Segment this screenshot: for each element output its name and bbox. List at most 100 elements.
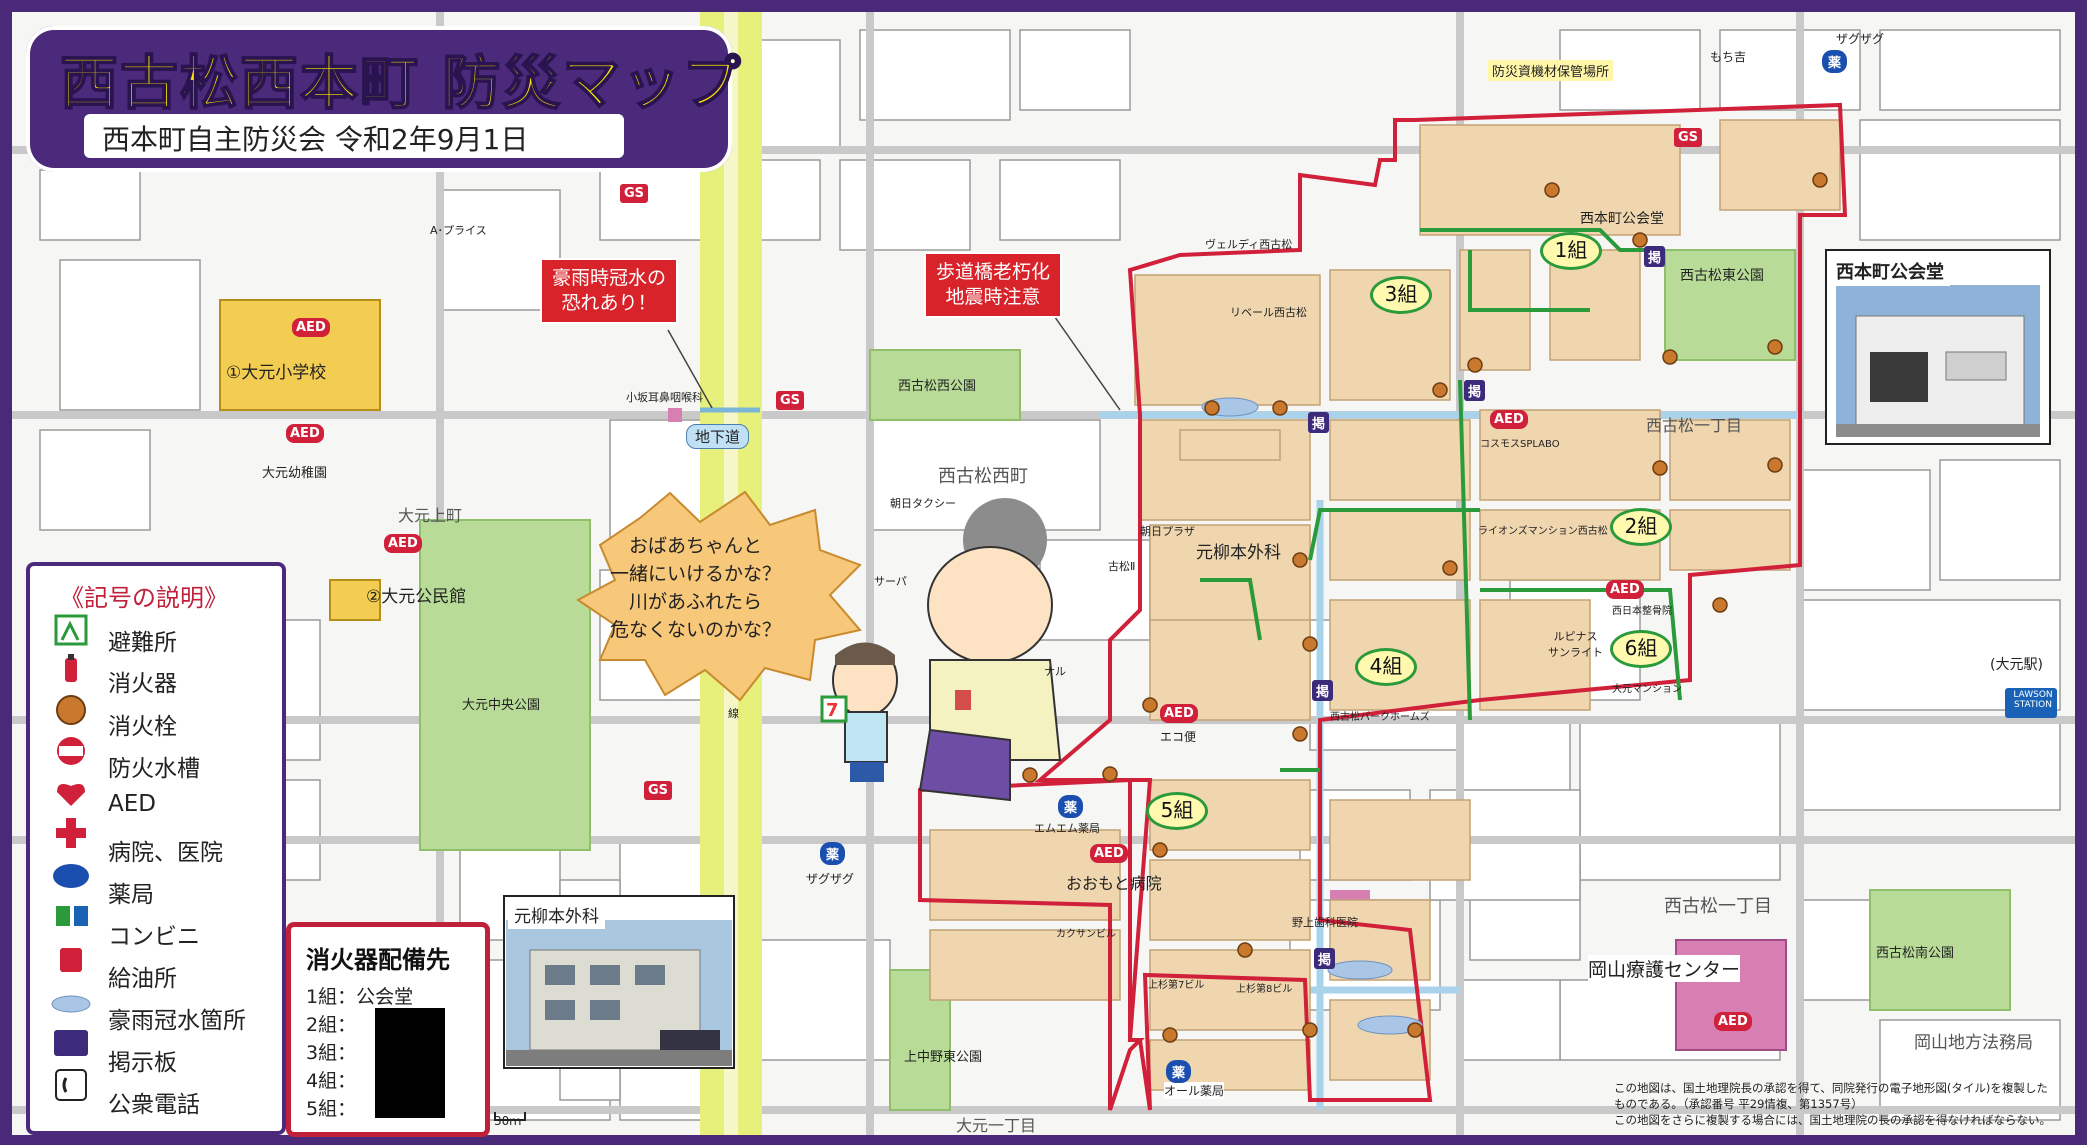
label-zagzag-1: ザグザグ: [806, 872, 855, 886]
public-phone-icon: [55, 1069, 87, 1101]
bridge-warning-callout: 歩道橋老朽化 地震時注意: [924, 252, 1063, 318]
gas-station-marker-3: GS: [644, 781, 673, 800]
aed-marker-kindergarten: AED: [286, 424, 324, 443]
school-grounds: [219, 299, 381, 411]
label-kakusan: カクサンビル: [1056, 929, 1116, 940]
label-eko: エコ便: [1160, 730, 1197, 744]
label-yanagimoto: 元柳本外科: [1196, 543, 1281, 563]
label-community-center: ②大元公民館: [366, 587, 467, 607]
label-asahi-plaza: 朝日プラザ: [1140, 525, 1195, 538]
redacted-block: [375, 1008, 445, 1118]
label-saaba: サーパ: [874, 575, 907, 588]
extinguisher-row-4: 4組：: [306, 1070, 357, 1092]
extinguisher-title: 消火器配備先: [306, 946, 450, 974]
legend-icons: [51, 614, 91, 1101]
label-verdi: ヴェルディ西古松: [1205, 238, 1293, 251]
legend-label-water-tank: 防火水槽: [108, 756, 200, 782]
gas-station-marker-4: GS: [1674, 128, 1703, 147]
label-reverre: リベール西古松: [1230, 306, 1307, 319]
extinguisher-row-1: 1組：公会堂: [306, 986, 414, 1008]
legend-label-hydrant: 消火栓: [108, 714, 177, 740]
legend-label-flood: 豪雨冠水箇所: [108, 1008, 246, 1034]
notice-board-marker-4: 掲: [1312, 680, 1334, 701]
legend-label-pharmacy: 薬局: [108, 882, 154, 908]
label-nogami: 野上歯科医院: [1292, 916, 1358, 929]
convenience-store-icon: [820, 695, 848, 723]
label-a-price: A･プライス: [430, 224, 487, 237]
label-nal: ナル: [1044, 665, 1066, 678]
label-scale: 30ｍ: [494, 1114, 522, 1128]
legend-label-extinguisher: 消火器: [108, 671, 177, 697]
label-legal-office: 岡山地方法務局: [1914, 1033, 2033, 1053]
label-all-pharmacy: オール薬局: [1164, 1082, 1225, 1099]
fire-water-tank-icon: [57, 737, 85, 765]
convenience-store-icon: [56, 906, 88, 926]
label-lions: ライオンズマンション西古松: [1478, 526, 1608, 537]
map-title: 西古松西本町 防災マップ: [59, 48, 743, 118]
speech-bubble: [576, 490, 862, 702]
group-badge-3: 3組: [1370, 276, 1432, 314]
label-omoto-1: 大元一丁目: [956, 1116, 1037, 1135]
notice-board-icon: [54, 1030, 88, 1056]
label-okayama-ryogo: 岡山療護センター: [1588, 955, 1741, 982]
flood-spot-icon: [51, 995, 91, 1013]
label-central-park: 大元中央公園: [462, 698, 541, 713]
pharmacy-icon: [53, 864, 89, 888]
legend-label-board: 掲示板: [108, 1050, 177, 1076]
label-asahi-taxi: 朝日タクシー: [890, 497, 956, 510]
label-omoto-station: (大元駅): [1990, 657, 2043, 673]
gas-station-marker-1: GS: [620, 184, 649, 203]
label-nishimachi: 西古松西町: [938, 466, 1028, 487]
label-omoto-mansion: 大元マンション: [1612, 684, 1682, 695]
extinguisher-row-5: 5組：: [306, 1098, 357, 1120]
label-storage: 防災資機材保管場所: [1488, 60, 1614, 81]
group-badge-1: 1組: [1540, 232, 1602, 270]
label-cosmos: コスモスSPLABO: [1480, 439, 1560, 450]
hospital-cross-icon: [56, 818, 86, 848]
notice-board-marker-5: 掲: [1314, 948, 1336, 969]
neighborhood-blocks: [929, 119, 1841, 1091]
child-character: [832, 642, 898, 782]
legend-label-aed: AED: [108, 791, 156, 817]
speech-text: おばあちゃんと 一緒にいけるかな？ 川があふれたら 危なくないのかな？: [610, 535, 782, 641]
clinic-photo-caption: 元柳本外科: [508, 900, 605, 929]
label-nishinihon-clinic: 西日本整骨院: [1612, 606, 1672, 617]
callout-pointer-bridge: [1049, 309, 1121, 411]
subtitle-panel: [84, 114, 624, 158]
district-boundary: [918, 102, 1848, 1111]
label-ent-clinic: 小坂耳鼻咽喉科: [626, 391, 703, 404]
label-lawson: LAWSON STATION: [2013, 690, 2053, 710]
community-center-building: [329, 579, 381, 621]
aed-marker-school: AED: [292, 318, 330, 337]
legend-label-gas-station: 給油所: [108, 966, 177, 992]
label-omoto-hospital: おおもと病院: [1066, 874, 1162, 893]
pharmacy-marker-em: 薬: [1058, 795, 1084, 818]
hall-photo-caption: 西本町公会堂: [1830, 256, 1950, 286]
grandmother-character: [918, 498, 1062, 802]
group-badge-4: 4組: [1355, 648, 1417, 686]
lawson-icon: [2005, 688, 2057, 718]
label-line: 線: [728, 707, 739, 720]
aed-marker-ryogo: AED: [1714, 1012, 1752, 1031]
group-badge-2: 2組: [1610, 508, 1672, 546]
map-subtitle: 西本町自主防災会 令和2年9月1日: [102, 123, 529, 156]
legend-label-evacuation: 避難所: [108, 630, 177, 656]
pharmacy-marker-zagzag-2: 薬: [1822, 50, 1848, 73]
notice-board-marker-2: 掲: [1464, 380, 1486, 401]
label-mochikichi: もち吉: [1710, 50, 1747, 64]
label-lupinas: ルピナス サンライト: [1548, 630, 1603, 659]
label-park-homes: 西古松パークホームズ: [1330, 712, 1430, 723]
group-badge-5: 5組: [1146, 792, 1208, 830]
label-west-park: 西古松西公園: [898, 379, 977, 394]
label-nishikomatsu-1b: 西古松一丁目: [1664, 896, 1772, 917]
label-omoto-kami: 大元上町: [398, 506, 463, 525]
pharmacy-marker-all: 薬: [1166, 1060, 1192, 1083]
group-boundaries: [1200, 228, 1682, 772]
legend-title: 《記号の説明》: [60, 584, 228, 612]
aed-marker-hospital: AED: [1090, 844, 1128, 863]
label-nishikomatsu-1: 西古松一丁目: [1646, 416, 1743, 435]
pharmacy-marker-zagzag: 薬: [820, 842, 846, 865]
label-south-park: 西古松南公園: [1876, 946, 1955, 961]
legend-label-hospital: 病院、医院: [108, 840, 223, 866]
label-kaminaka-park: 上中野東公園: [904, 1050, 983, 1065]
